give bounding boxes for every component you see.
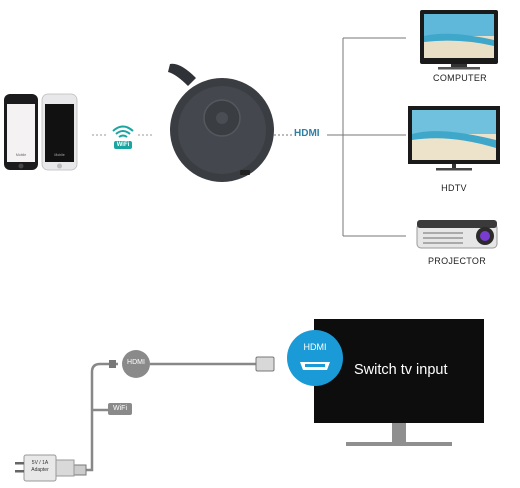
tv-message: Switch tv input [354,362,448,378]
chromecast-dongle [168,63,274,182]
hdtv-set [408,106,500,171]
tv-screen [314,319,484,446]
phone-left [4,94,38,170]
hdtv-label: HDTV [441,183,467,193]
adapter-rating: 5V / 1A [31,460,49,466]
computer-monitor [420,10,498,70]
phone-right [41,93,78,171]
hdmi-label: HDMI [294,128,320,139]
phone-left-screen-text: Mobile [15,153,27,157]
wifi-badge-text: WiFi [116,142,130,148]
usb-plug [73,464,87,476]
micro-usb-plug [109,360,116,368]
phone-right-screen-text: Mobile [54,153,65,157]
power-adapter [15,454,75,482]
tv-hdmi-badge [287,330,343,386]
wifi-tag-text: WiFi [113,405,127,412]
wifi-icon [112,125,134,138]
wifi-badge [114,141,132,149]
tv-hdmi-badge-text: HDMI [303,342,327,352]
adapter-label: 5V / 1A Adapter [24,460,56,474]
projector-label: PROJECTOR [427,256,487,266]
hdmi-bubble-text: HDMI [127,359,145,366]
adapter-name: Adapter [31,467,49,473]
projector-device [416,220,498,249]
hdmi-plug [255,356,275,372]
computer-label: COMPUTER [433,73,487,83]
hdmi-bubble [122,350,150,378]
cable-lines [84,362,258,472]
wifi-tag-bg [108,403,132,415]
